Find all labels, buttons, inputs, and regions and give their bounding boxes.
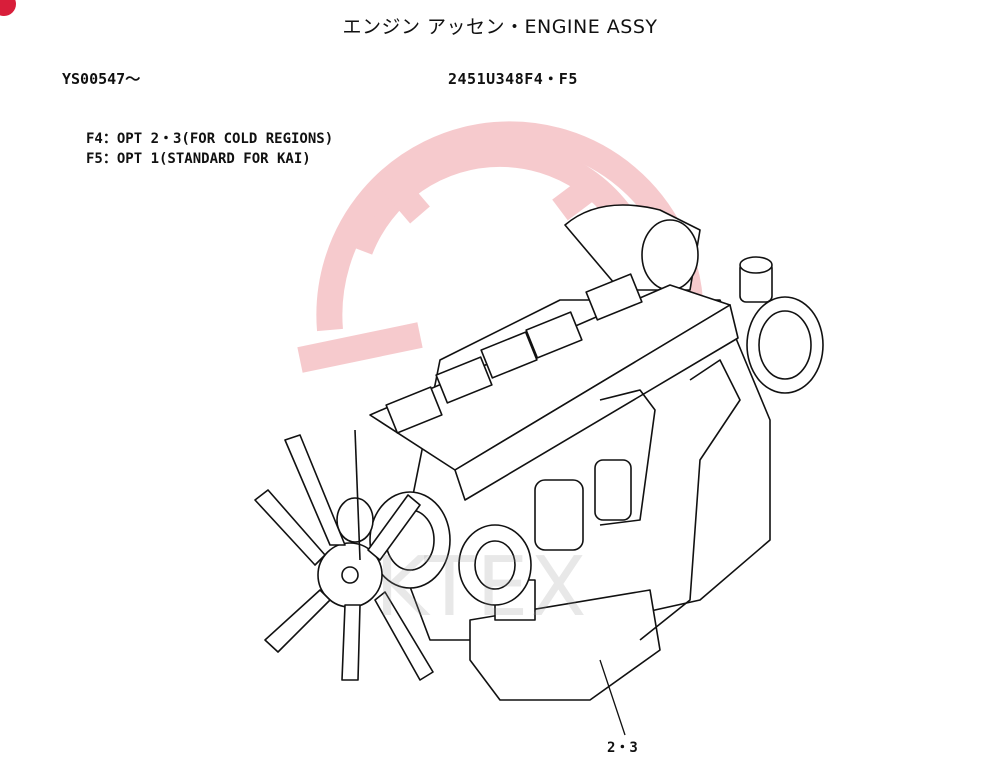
watermark-text: KTEX — [375, 540, 589, 635]
option-note-f5: F5：OPT 1(STANDARD FOR KAI) — [86, 151, 311, 167]
corner-badge — [0, 0, 16, 16]
part-number: 2451U348F4・F5 — [448, 70, 578, 88]
callout-label: 2・3 — [607, 740, 638, 756]
page-title: エンジン アッセン・ENGINE ASSY — [342, 16, 658, 38]
serial-range: YS00547～ — [62, 70, 141, 88]
option-note-f4: F4：OPT 2・3(FOR COLD REGIONS) — [86, 131, 334, 147]
